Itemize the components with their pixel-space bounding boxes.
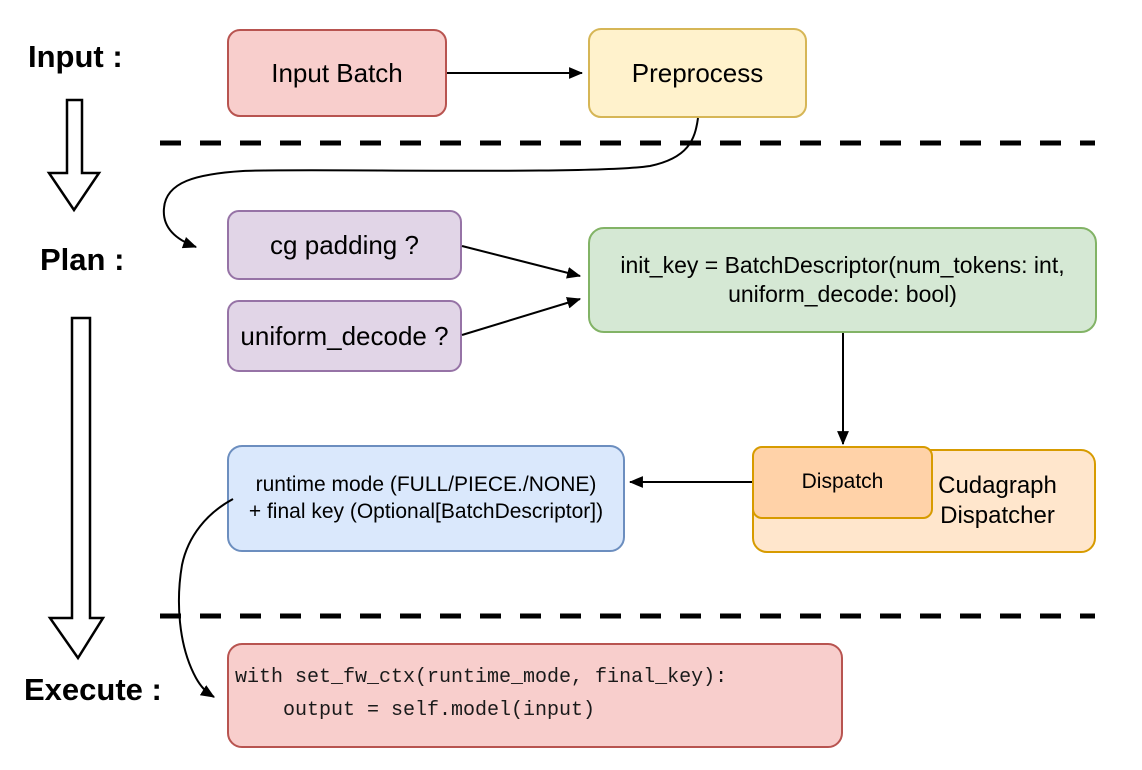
node-init-key-line2: uniform_decode: bool) — [728, 281, 957, 307]
node-runtime-mode-line2: + final key (Optional[BatchDescriptor]) — [248, 499, 604, 523]
node-uniform-decode-label: uniform_decode ? — [240, 320, 449, 351]
node-init-key-line1: init_key = BatchDescriptor(num_tokens: i… — [620, 252, 1065, 279]
node-preprocess: Preprocess — [588, 28, 807, 118]
arrow-uniform-decode-to-init-key — [461, 297, 582, 336]
arrow-runtime-mode-to-execute-code — [178, 498, 234, 698]
stage-label-input: Input : — [28, 39, 123, 74]
flow-arrow-input-to-plan-icon — [46, 98, 102, 213]
node-preprocess-label: Preprocess — [631, 57, 764, 88]
node-dispatch-label: Dispatch — [801, 470, 884, 494]
node-runtime-mode: runtime mode (FULL/PIECE./NONE) + final … — [227, 445, 625, 552]
stage-label-plan: Plan : — [40, 242, 125, 277]
node-uniform-decode: uniform_decode ? — [227, 300, 462, 372]
flow-arrow-plan-to-execute-icon — [47, 316, 106, 661]
node-execute-code: with set_fw_ctx(runtime_mode, final_key)… — [227, 643, 843, 748]
node-init-key: init_key = BatchDescriptor(num_tokens: i… — [588, 227, 1097, 333]
node-cg-padding-label: cg padding ? — [270, 229, 419, 260]
node-execute-code-line2: output = self.model(input) — [235, 699, 596, 722]
node-input-batch: Input Batch — [227, 29, 447, 117]
arrow-cg-padding-to-init-key — [461, 245, 582, 279]
node-cudagraph-dispatcher-line1: Cudagraph — [938, 472, 1057, 499]
node-cudagraph-dispatcher-line2: Dispatcher — [940, 502, 1055, 529]
node-cg-padding: cg padding ? — [227, 210, 462, 280]
node-runtime-mode-line1: runtime mode (FULL/PIECE./NONE) — [255, 473, 597, 497]
stage-label-execute: Execute : — [24, 672, 162, 707]
node-execute-code-line1: with set_fw_ctx(runtime_mode, final_key)… — [235, 666, 728, 689]
node-dispatch: Dispatch — [752, 446, 933, 519]
node-input-batch-label: Input Batch — [271, 57, 403, 88]
